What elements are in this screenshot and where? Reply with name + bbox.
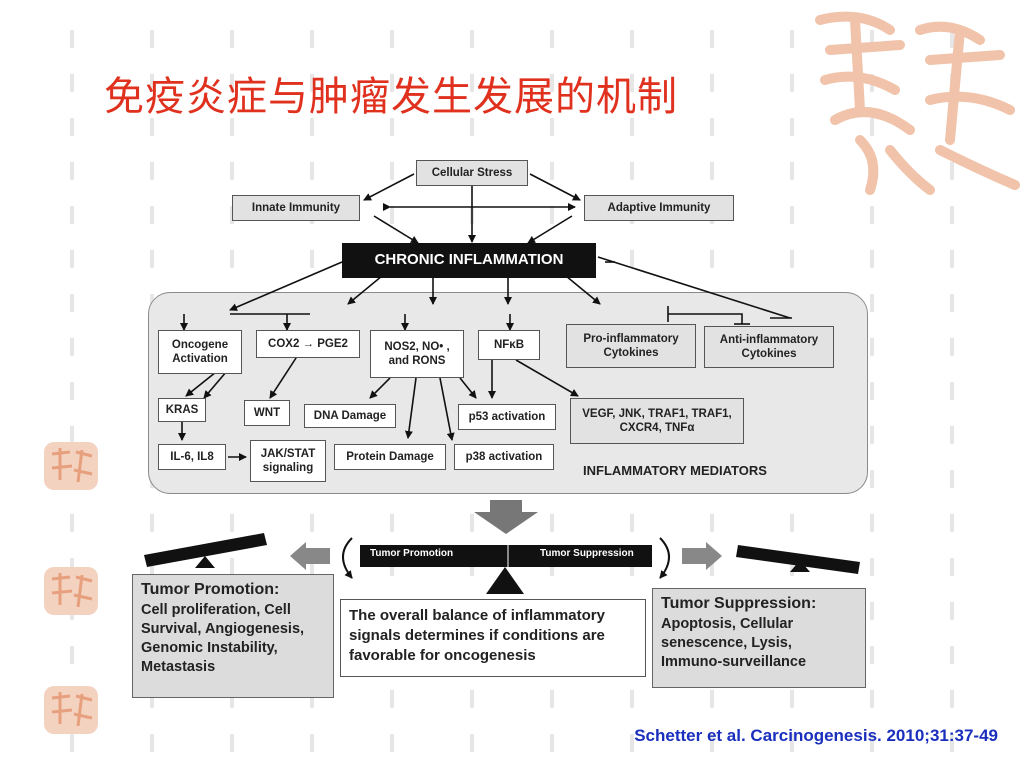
seal-logo (44, 442, 98, 490)
kras-node: KRAS (158, 398, 206, 422)
innate-immunity-node: Innate Immunity (232, 195, 360, 221)
vegf-jnk-node: VEGF, JNK, TRAF1, TRAF1, CXCR4, TNFα (570, 398, 744, 444)
adaptive-immunity-node: Adaptive Immunity (584, 195, 734, 221)
p38-activation-node: p38 activation (454, 444, 554, 470)
tumor-suppression-body: Apoptosis, Cellular senescence, Lysis, I… (661, 616, 807, 671)
p53-activation-node: p53 activation (458, 404, 556, 430)
chronic-inflammation-node: CHRONIC INFLAMMATION (342, 243, 596, 278)
jak-stat-node: JAK/STAT signaling (250, 440, 326, 482)
panel-label: INFLAMMATORY MEDIATORS (583, 463, 767, 478)
oncogene-activation-node: Oncogene Activation (158, 330, 242, 374)
beam-label-suppression: Tumor Suppression (540, 548, 634, 559)
protein-damage-node: Protein Damage (334, 444, 446, 470)
seal-logo (44, 567, 98, 615)
pro-inflammatory-cytokines-node: Pro-inflammatory Cytokines (566, 324, 696, 368)
cellular-stress-node: Cellular Stress (416, 160, 528, 186)
tumor-promotion-body: Cell proliferation, Cell Survival, Angio… (141, 602, 305, 676)
il6-il8-node: IL-6, IL8 (158, 444, 226, 470)
tumor-suppression-heading: Tumor Suppression: (661, 595, 817, 612)
citation: Schetter et al. Carcinogenesis. 2010;31:… (634, 726, 998, 745)
wnt-node: WNT (244, 400, 290, 426)
tumor-suppression-box: Tumor Suppression: Apoptosis, Cellular s… (652, 588, 866, 688)
nos2-rons-node: NOS2, NO• , and RONS (370, 330, 464, 378)
beam-label-promotion: Tumor Promotion (370, 548, 454, 559)
balance-explanation-box: The overall balance of inflammatory sign… (340, 599, 646, 677)
anti-inflammatory-cytokines-node: Anti-inflammatory Cytokines (704, 326, 834, 368)
watermark-seal-logo (815, 11, 1020, 195)
page-title: 免疫炎症与肿瘤发生发展的机制 (104, 74, 678, 120)
nfkb-node: NFκB (478, 330, 540, 360)
seal-logo (44, 686, 98, 734)
dna-damage-node: DNA Damage (304, 404, 396, 428)
cox2-pge2-node: COX2 → PGE2 (256, 330, 360, 358)
tumor-promotion-box: Tumor Promotion: Cell proliferation, Cel… (132, 574, 334, 698)
tumor-promotion-heading: Tumor Promotion: (141, 581, 280, 598)
